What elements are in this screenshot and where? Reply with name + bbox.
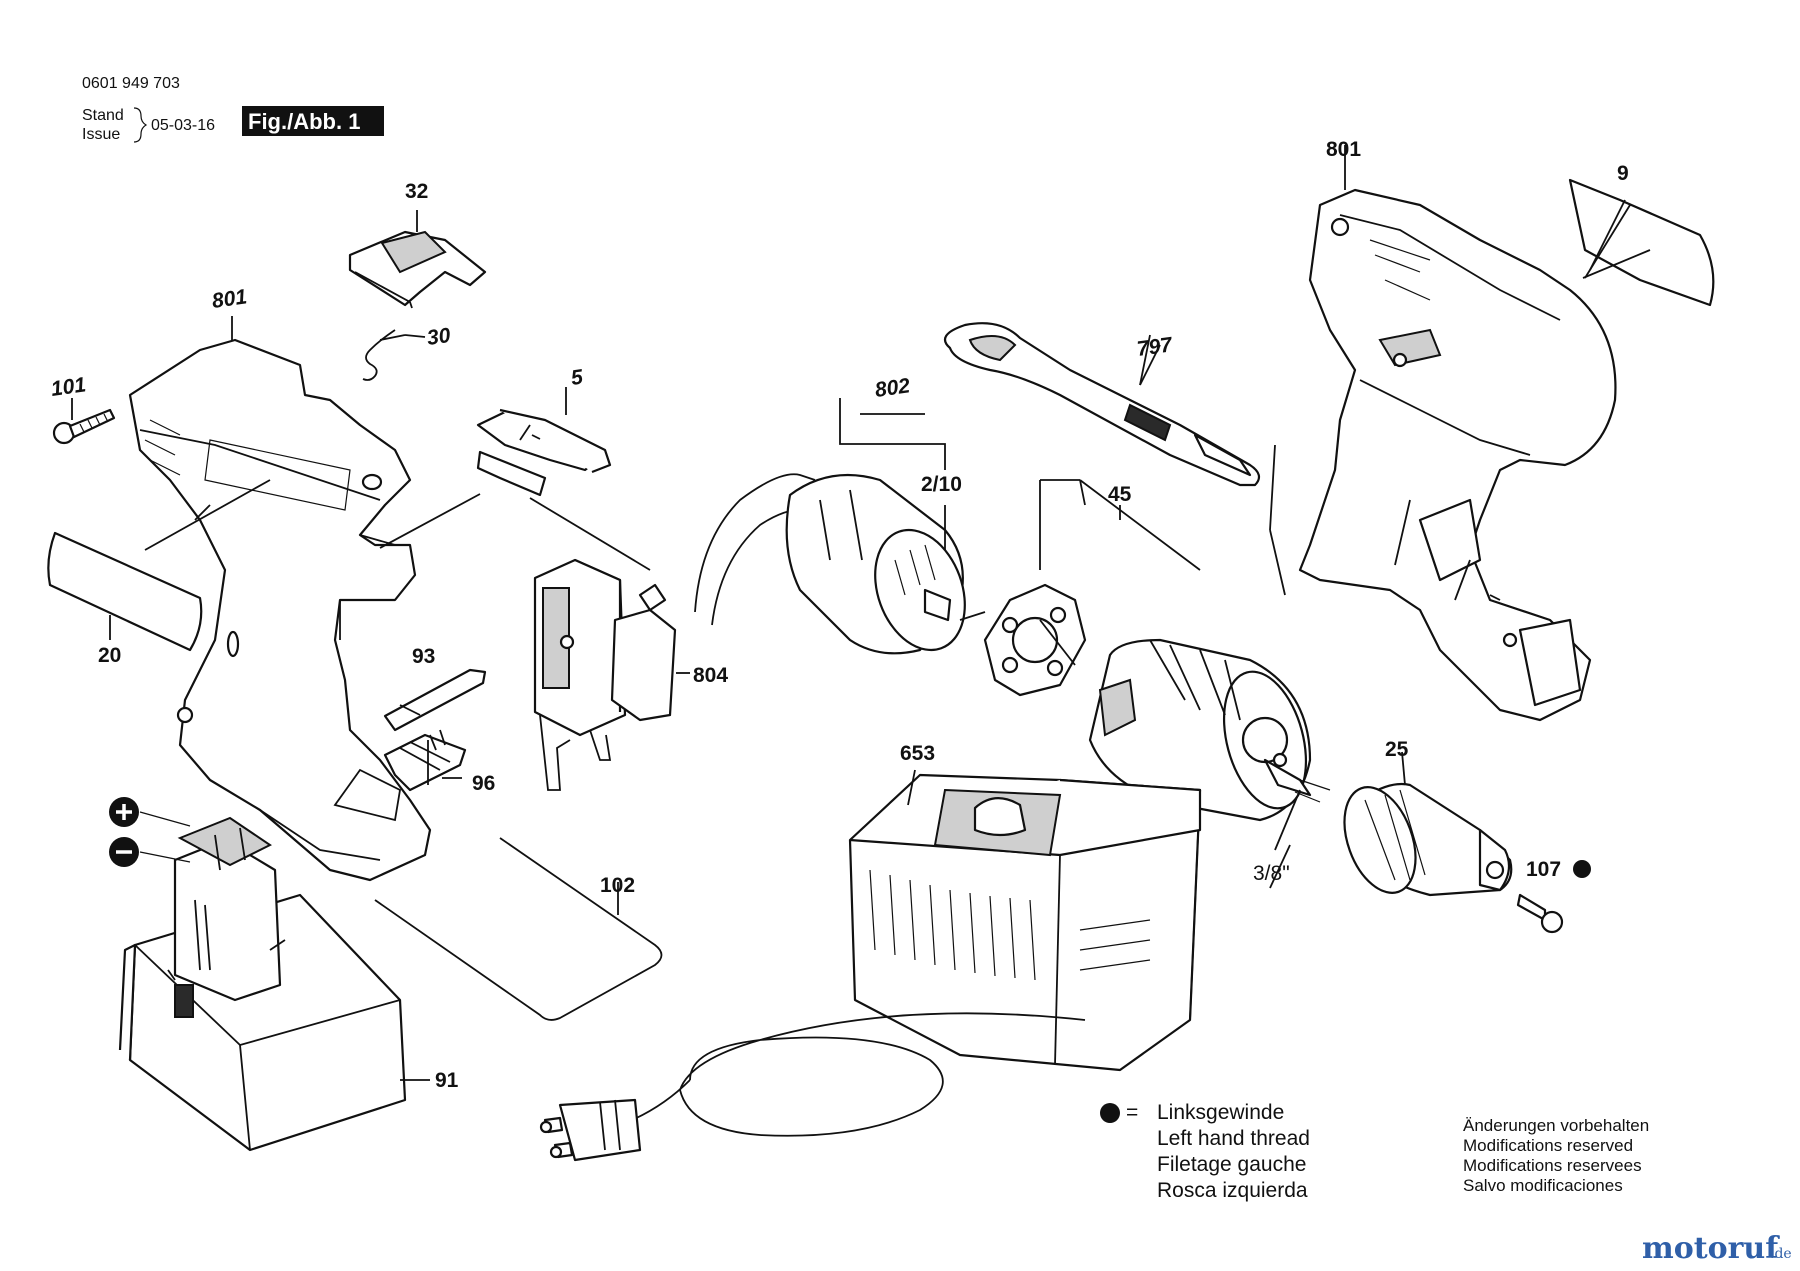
part-label-3-8: 3/8" [1253,862,1290,885]
slide-part-5 [379,408,651,571]
notes-line-2: Modifications reserved [1463,1136,1633,1155]
battery-pack-91 [118,816,407,1152]
part-label-32: 32 [405,180,428,203]
bit-holder-96 [383,729,467,792]
charger-653 [848,769,1202,1072]
left-hand-thread-marker-icon [1573,860,1591,878]
part-label-797: 797 [1135,333,1174,361]
part-label-802: 802 [873,374,911,402]
chuck-25 [1343,751,1513,897]
issue-label: Issue [82,126,120,143]
figure-tag-bg [242,106,384,136]
slide-switch-32 [348,230,487,309]
label-plate-20 [47,479,271,652]
screw-101-icon [52,408,116,445]
part-label-93: 93 [412,645,435,668]
part-label-653: 653 [900,742,935,765]
screw-107-icon [1516,893,1564,934]
part-label-96: 96 [472,772,495,795]
spring-30-icon [362,329,406,381]
label-strip-9 [1568,178,1715,307]
housing-left-half [128,338,432,882]
part-label-25: 25 [1385,738,1409,761]
part-label-101: 101 [49,373,87,401]
switch-804 [533,558,690,791]
minus-terminal-icon [109,837,139,867]
part-label-801-left: 801 [210,285,248,313]
notes-line-4: Salvo modificaciones [1463,1176,1623,1195]
part-label-91: 91 [435,1069,459,1092]
part-label-30: 30 [425,324,452,350]
euro-plug-icon [539,1098,642,1162]
part-label-804: 804 [693,664,728,687]
leader-797 [1139,344,1161,386]
part-label-5: 5 [569,366,584,390]
notes-line-3: Modifications reservees [1463,1156,1642,1175]
legend-equals: = [1126,1101,1138,1124]
watermark-tld: .de [1770,1246,1792,1262]
planetary-gear-45 [983,479,1201,697]
figure-tag: Fig./Abb. 1 [248,109,360,134]
part-label-9: 9 [1617,162,1629,185]
part-label-2-10: 2/10 [921,473,962,496]
belt-clip-102 [374,837,663,1021]
notes-line-1: Änderungen vorbehalten [1463,1116,1649,1135]
part-label-20: 20 [98,644,121,667]
leader-3-8 [1269,844,1291,889]
stand-label: Stand [82,107,124,124]
legend-line-2: Left hand thread [1157,1127,1310,1150]
part-label-801-right: 801 [1326,138,1361,161]
watermark-brand: motoruf [1642,1231,1780,1266]
part-label-107: 107 [1526,858,1561,881]
gearbox-housing [1088,638,1331,851]
issue-date: 05-03-16 [151,117,215,134]
legend-line-3: Filetage gauche [1157,1153,1306,1176]
legend-line-1: Linksgewinde [1157,1101,1284,1124]
legend-marker-icon [1100,1103,1120,1123]
leader-9 [1582,249,1651,279]
brace-icon [133,107,148,143]
part-label-45: 45 [1108,483,1132,506]
housing-right-half [1298,145,1617,722]
bit-93 [383,668,487,732]
legend-line-4: Rosca izquierda [1157,1179,1308,1202]
motor-802 [694,398,986,655]
doc-number: 0601 949 703 [82,75,180,92]
plus-terminal-icon [109,797,139,827]
part-label-102: 102 [600,874,635,897]
leader-30 [404,334,426,338]
strap-797 [943,322,1286,596]
